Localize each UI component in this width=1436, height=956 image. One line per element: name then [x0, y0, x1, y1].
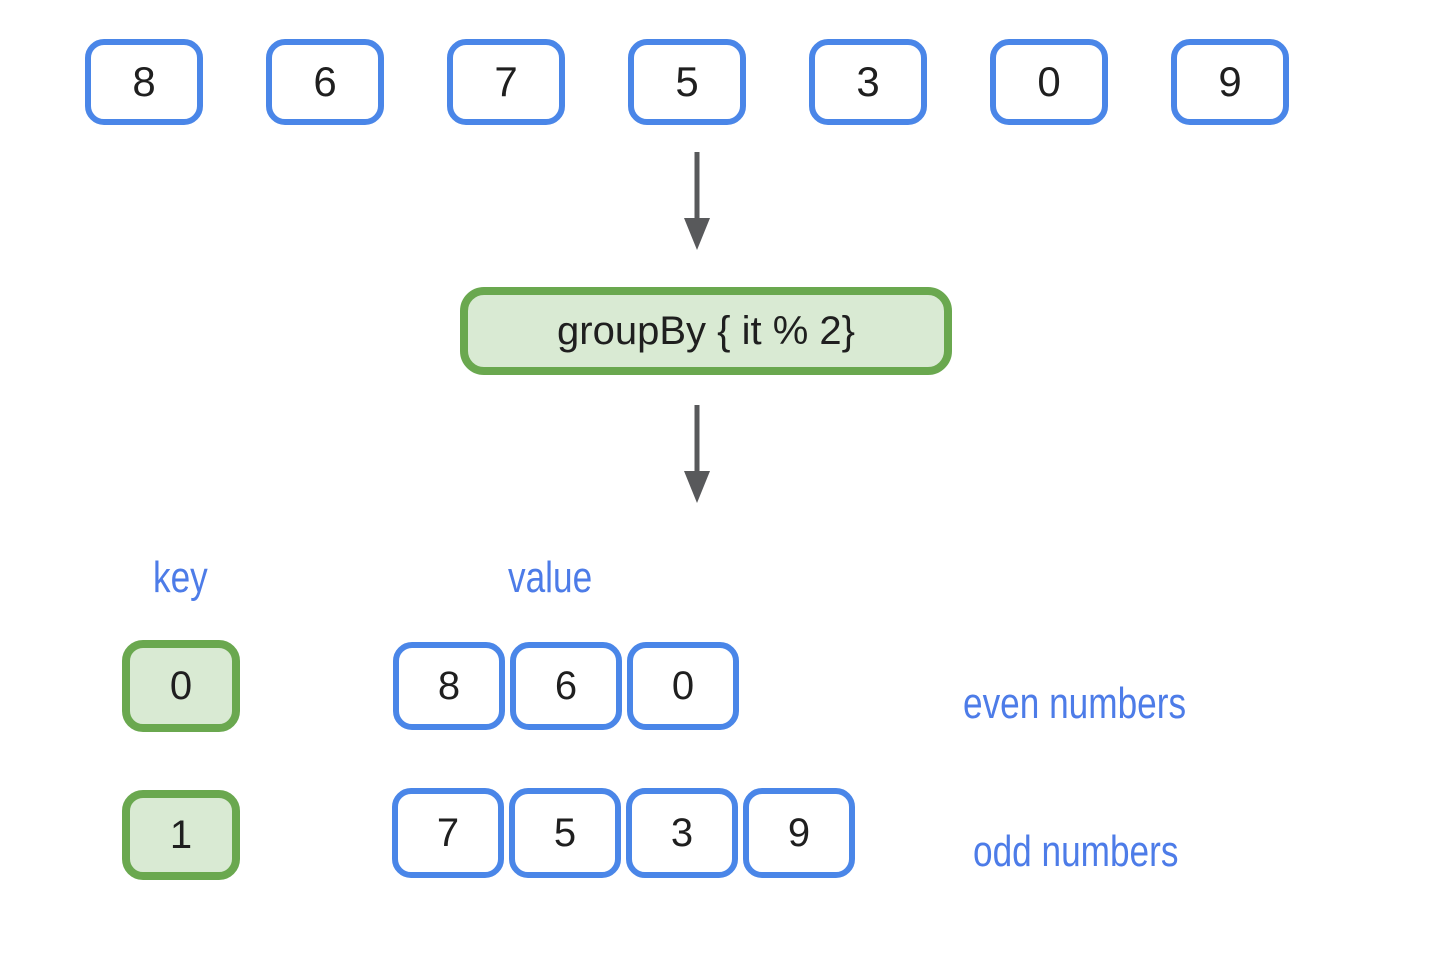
- source-number-box: 9: [1171, 39, 1289, 125]
- down-arrow-icon: [684, 152, 710, 250]
- source-number-box: 6: [266, 39, 384, 125]
- source-number-box: 8: [85, 39, 203, 125]
- source-number-box: 0: [990, 39, 1108, 125]
- group-value-box: 5: [509, 788, 621, 878]
- group-values-list: 7 5 3 9: [392, 788, 855, 878]
- group-value-box: 9: [743, 788, 855, 878]
- source-number-box: 5: [628, 39, 746, 125]
- group-annotation: even numbers: [963, 679, 1187, 728]
- down-arrow-icon: [684, 405, 710, 503]
- source-number-list: 8 6 7 5 3 0 9: [85, 39, 1289, 125]
- group-value-box: 6: [510, 642, 622, 730]
- group-values-list: 8 6 0: [393, 642, 739, 730]
- source-number-box: 7: [447, 39, 565, 125]
- value-column-label: value: [508, 553, 593, 602]
- source-number-box: 3: [809, 39, 927, 125]
- key-column-label: key: [153, 553, 208, 602]
- group-value-box: 8: [393, 642, 505, 730]
- groupby-operation-box: groupBy { it % 2}: [460, 287, 952, 375]
- group-annotation: odd numbers: [973, 827, 1179, 876]
- group-value-box: 7: [392, 788, 504, 878]
- group-key-box: 0: [122, 640, 240, 732]
- group-key-box: 1: [122, 790, 240, 880]
- group-value-box: 3: [626, 788, 738, 878]
- group-value-box: 0: [627, 642, 739, 730]
